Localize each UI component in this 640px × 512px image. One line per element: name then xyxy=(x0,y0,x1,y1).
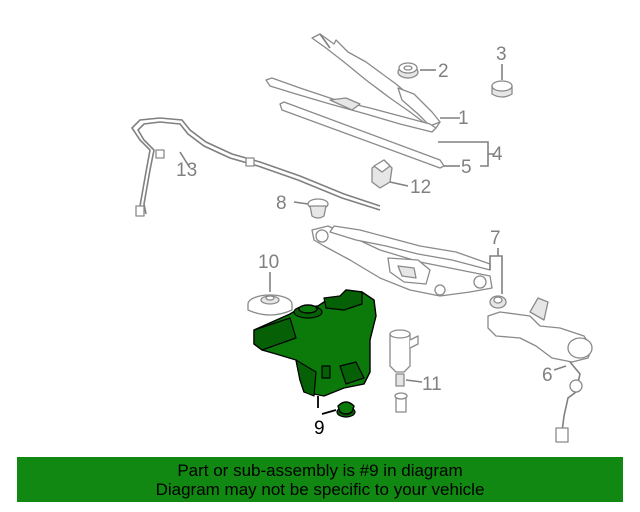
leader-line-9 xyxy=(321,409,337,415)
leader-bracket-7 xyxy=(489,248,503,294)
callout-4[interactable]: 4 xyxy=(492,144,503,165)
washer-hose-part-13[interactable] xyxy=(130,117,381,217)
callout-9[interactable]: 9 xyxy=(314,418,325,439)
parts-diagram: 1 5 4 2 3 13 12 xyxy=(130,33,593,443)
callout-6[interactable]: 6 xyxy=(542,365,553,386)
callout-8[interactable]: 8 xyxy=(276,193,287,214)
washer-reservoir-highlighted[interactable] xyxy=(253,289,377,397)
leader-line-13 xyxy=(179,151,191,169)
callout-12[interactable]: 12 xyxy=(410,177,431,198)
bushing-part-7[interactable] xyxy=(489,295,507,309)
info-banner: Part or sub-assembly is #9 in diagram Di… xyxy=(17,457,623,502)
wiper-motor-part-6[interactable] xyxy=(487,297,593,443)
wiper-linkage[interactable] xyxy=(311,225,493,297)
leader-line-8 xyxy=(293,201,309,205)
clip-part-12[interactable] xyxy=(371,159,393,189)
banner-line-2: Diagram may not be specific to your vehi… xyxy=(155,479,485,499)
leader-line-12 xyxy=(389,181,409,187)
washer-pump-part-11[interactable] xyxy=(389,329,419,413)
callout-2[interactable]: 2 xyxy=(438,61,449,82)
grommet-part-8[interactable] xyxy=(307,198,329,219)
leader-line-6 xyxy=(553,365,567,371)
wiper-blade-upper[interactable] xyxy=(265,77,437,133)
callout-3[interactable]: 3 xyxy=(496,44,507,65)
callout-1[interactable]: 1 xyxy=(458,108,469,129)
leader-line-11 xyxy=(405,379,423,383)
nut-part-2[interactable] xyxy=(397,62,419,79)
banner-line-1: Part or sub-assembly is #9 in diagram xyxy=(177,460,463,480)
wiper-arm-part-1[interactable] xyxy=(311,33,441,129)
reservoir-cap-part-10[interactable] xyxy=(247,294,293,316)
callout-10[interactable]: 10 xyxy=(258,252,279,273)
cap-part-3[interactable] xyxy=(491,80,513,98)
grommet-part-9[interactable] xyxy=(336,401,356,418)
callout-7[interactable]: 7 xyxy=(490,228,501,249)
callout-11[interactable]: 11 xyxy=(422,374,442,395)
leader-bracket-4 xyxy=(438,141,494,167)
callout-13[interactable]: 13 xyxy=(176,160,197,181)
callout-5[interactable]: 5 xyxy=(461,157,472,178)
